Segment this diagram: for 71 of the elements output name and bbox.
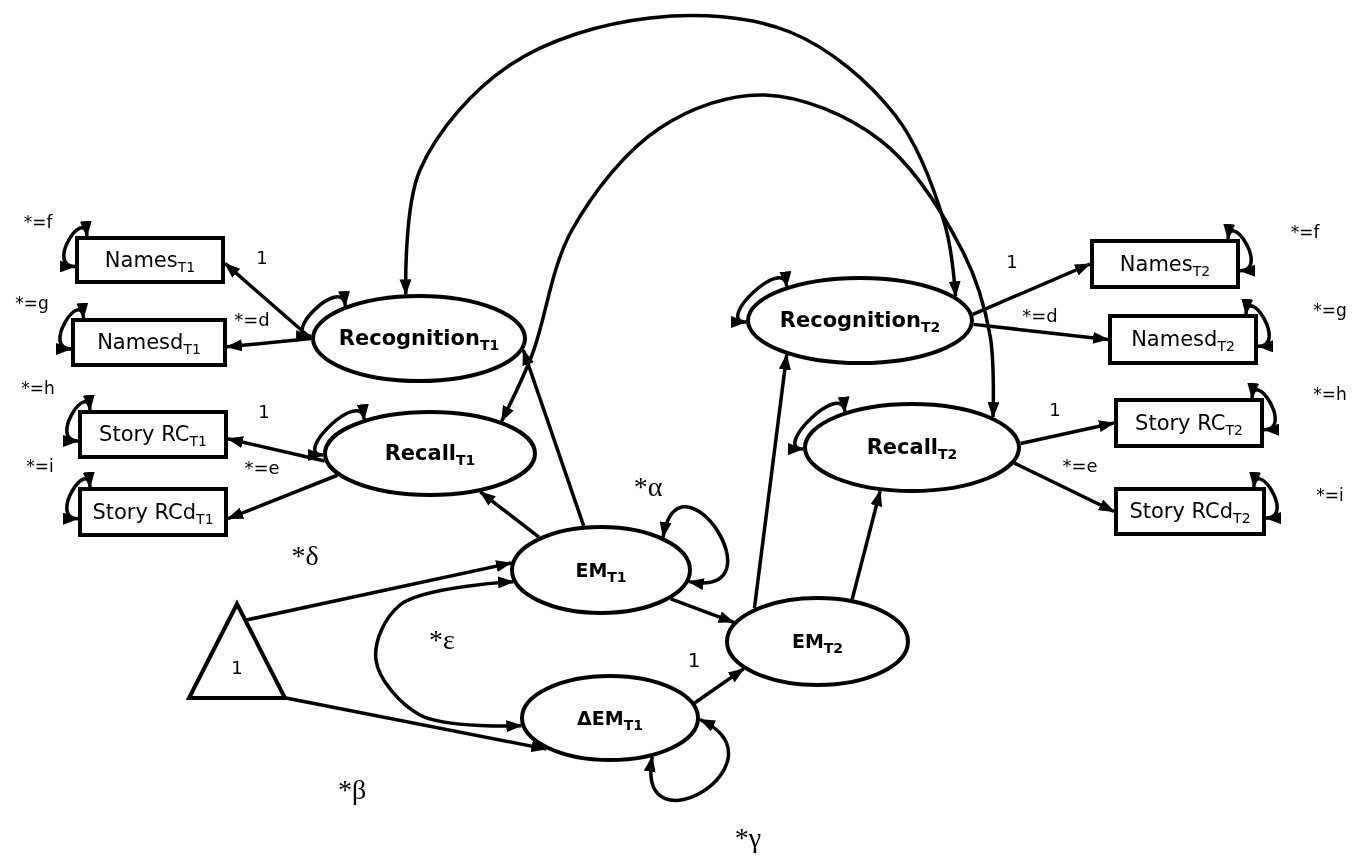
variable-name: ΔEM$_{T1}$ bbox=[577, 708, 643, 728]
observed-variable-box bbox=[75, 236, 225, 284]
path-arrow bbox=[693, 667, 745, 705]
variable-name: Names$_{T1}$ bbox=[104, 249, 196, 271]
latent-variable-ellipse bbox=[746, 276, 974, 365]
variance-loop-arrow bbox=[787, 395, 847, 452]
path-arrow bbox=[752, 353, 791, 609]
variance-loop-arrow bbox=[661, 505, 730, 589]
path-arrow bbox=[521, 349, 586, 527]
covariance-arrow bbox=[399, 13, 961, 298]
variable-name: Story RCd$_{T1}$ bbox=[92, 501, 214, 523]
path-arrow bbox=[850, 490, 883, 600]
parameter-label: *β bbox=[336, 774, 368, 806]
variance-loop-arrow bbox=[62, 471, 93, 522]
variable-name: Recall$_{T2}$ bbox=[866, 437, 958, 458]
edge-label: *=g bbox=[1311, 300, 1349, 320]
latent-variable-ellipse bbox=[323, 410, 537, 497]
latent-variable-ellipse bbox=[510, 525, 692, 615]
path-arrow bbox=[227, 436, 325, 463]
latent-variable-ellipse bbox=[311, 294, 527, 383]
variance-loop-arrow bbox=[1243, 298, 1274, 350]
variable-name: 1 bbox=[231, 659, 243, 677]
observed-variable-box bbox=[1114, 398, 1264, 448]
variable-name: EM$_{T2}$ bbox=[791, 632, 844, 651]
parameter-label: *γ bbox=[733, 822, 763, 854]
edge-label: *=g bbox=[13, 293, 51, 313]
covariance-arrow bbox=[500, 93, 1000, 423]
observed-variable-box bbox=[71, 318, 227, 367]
path-arrow bbox=[670, 597, 735, 624]
path-arrow bbox=[973, 322, 1109, 344]
observed-variable-box bbox=[1114, 487, 1266, 536]
observed-variable-box bbox=[1090, 239, 1240, 289]
variable-name: Recognition$_{T1}$ bbox=[338, 328, 500, 349]
variance-loop-arrow bbox=[1251, 471, 1282, 522]
variable-name: Namesd$_{T2}$ bbox=[1131, 329, 1235, 350]
variable-name: Names$_{T2}$ bbox=[1119, 253, 1211, 275]
parameter-label: *ε bbox=[428, 624, 456, 656]
variable-name: Namesd$_{T1}$ bbox=[97, 332, 201, 353]
path-arrow bbox=[1020, 420, 1115, 446]
observed-variable-box bbox=[78, 410, 228, 459]
latent-variable-ellipse bbox=[803, 402, 1021, 493]
path-arrow bbox=[227, 473, 338, 521]
variance-loop-arrow bbox=[645, 718, 730, 802]
variance-loop-arrow bbox=[730, 270, 789, 325]
observed-variable-box bbox=[1108, 314, 1258, 365]
path-arrow bbox=[226, 336, 312, 352]
variance-loop-arrow bbox=[59, 220, 90, 270]
variance-loop-arrow bbox=[1225, 223, 1256, 274]
variable-name: EM$_{T1}$ bbox=[575, 560, 627, 580]
variance-loop-arrow bbox=[307, 403, 366, 458]
parameter-label: *α bbox=[632, 471, 664, 503]
variance-loop-arrow bbox=[55, 302, 86, 353]
path-arrow bbox=[245, 560, 513, 622]
variance-loop-arrow bbox=[62, 394, 93, 445]
path-arrow bbox=[285, 696, 548, 753]
variable-name: Story RC$_{T2}$ bbox=[1135, 412, 1243, 434]
variable-name: Story RCd$_{T2}$ bbox=[1129, 501, 1251, 522]
path-arrow bbox=[479, 490, 540, 539]
latent-variable-ellipse bbox=[725, 596, 910, 687]
variable-name: Recall$_{T1}$ bbox=[384, 443, 476, 464]
observed-variable-box bbox=[78, 487, 228, 537]
latent-variable-ellipse bbox=[520, 674, 700, 762]
path-arrow bbox=[1013, 461, 1115, 514]
variance-loop-arrow bbox=[1249, 382, 1280, 433]
constant-triangle bbox=[187, 602, 287, 700]
variance-loop-arrow bbox=[295, 289, 347, 340]
parameter-label: *δ bbox=[290, 540, 320, 572]
variable-name: Story RC$_{T1}$ bbox=[99, 424, 207, 445]
variable-name: Recognition$_{T2}$ bbox=[779, 310, 941, 331]
path-arrow bbox=[972, 262, 1091, 316]
covariance-arrow bbox=[374, 576, 523, 733]
